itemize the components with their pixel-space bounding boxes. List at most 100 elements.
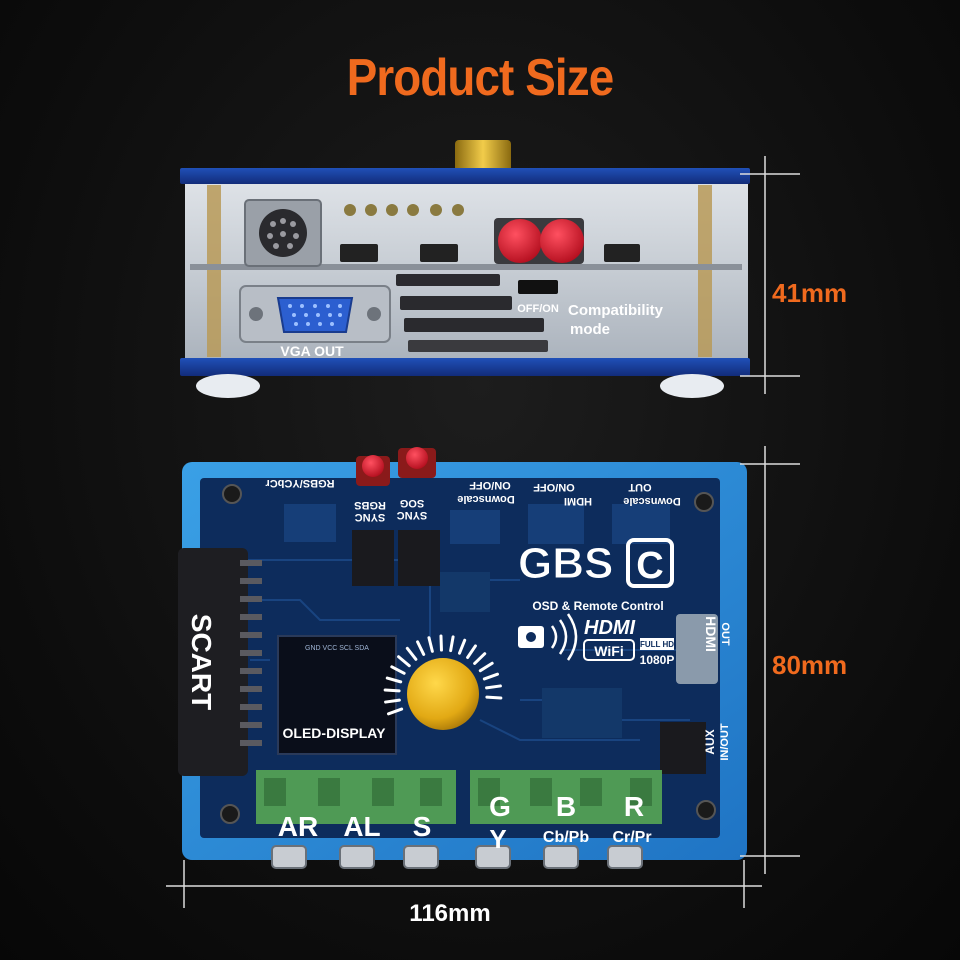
dial-mark [405,646,418,661]
chip-2 [450,510,500,544]
wifi-logo-frame [583,639,635,661]
dial-mark [473,652,487,665]
rca-g [475,845,511,869]
aux-label-1: AUX [703,729,717,754]
scart-label: SCART [186,614,217,710]
sog-sync-label-1: SOG [400,497,424,509]
port-ar-label: AR [278,811,318,842]
slide-switch-2[interactable] [420,244,458,262]
dial-mark [478,661,494,673]
sog-sync-label-2: SYNC [397,509,428,521]
port-y-label: Y [489,824,506,854]
port-al-label: AL [343,811,380,842]
sog-switch-block [398,530,440,586]
rgbs-switch-block [352,530,394,586]
dial-mark [449,635,455,653]
chip-3 [528,504,584,544]
rca-s [403,845,439,869]
hdmi-out-label-1: HDMI [703,616,719,652]
dial-mark [416,640,426,656]
sog-sync-button[interactable] [406,447,428,469]
dial-mark [384,698,401,704]
page-title: Product Size [346,49,614,107]
inner-pcb-edge [190,264,742,270]
height-dimension [740,156,800,394]
full-hd-badge [640,638,674,650]
compat-label-2: mode [570,321,610,338]
compat-switch[interactable] [518,280,558,294]
depth-dimension [740,446,800,874]
chip-1 [284,504,336,542]
port-cbpb-label: Cb/Pb [543,829,589,846]
hdmi-logo: HDMI [584,617,636,639]
dial-mark [383,688,401,693]
dial-mark [397,655,411,668]
rgbs-sync-label-1: RGBS [354,499,386,511]
dial-marks [383,634,503,716]
standoff-left [207,185,221,357]
vga-label: VGA OUT [280,343,344,359]
bottom-plate [180,358,750,376]
red-button-left[interactable] [498,219,542,263]
res-label: 1080P [640,653,675,667]
chip-4 [612,504,670,544]
slot-4 [408,340,548,352]
width-dimension [166,860,762,908]
top-onoff-label-2: ON/OFF [533,481,575,493]
rca-al [339,845,375,869]
rca-b [543,845,579,869]
top-out-label: OUT [628,481,652,493]
port-g-label: G [489,791,511,822]
wifi-logo: WiFi [594,643,623,659]
rgbs-sync-label-2: SYNC [355,511,386,523]
hdmi-out-label-2: OUT [719,622,731,646]
slide-switch-1[interactable] [340,244,378,262]
compat-switch-label: OFF/ON [517,303,559,315]
oled-display [277,635,397,755]
dial-mark [466,644,477,660]
top-downscale-label-2: Downscale [623,495,680,507]
port-r-label: R [624,791,644,822]
slot-3 [404,318,544,332]
top-plate [180,168,750,184]
red-button-right[interactable] [540,219,584,263]
standoff-right [698,185,712,357]
rca-ar [271,845,307,869]
dial-mark [482,672,500,681]
dial-mark [485,695,503,700]
oled-pin-label: GND VCC SCL SDA [305,645,369,652]
full-hd-label: FULL HD [640,640,674,649]
dial-mark [390,665,406,675]
front-view: OFF/ON Compatibility mode VGA OUT [180,140,750,398]
chip-5 [542,688,622,738]
signal-icon [550,625,558,649]
brand-logo: GBS [518,539,613,588]
chip-6 [440,572,490,612]
dial-mark [457,638,467,655]
dial-mark [427,636,434,653]
height-label: 41mm [772,278,848,308]
rgbs-sync-button[interactable] [362,455,384,477]
oled-label: OLED-DISPLAY [283,725,387,741]
slot-2 [400,296,512,310]
top-rgbs-label: RGBS/YCbCr [265,477,335,489]
foot-right [660,374,724,398]
width-label: 116mm [409,900,491,927]
aux-label-2: IN/OUT [719,723,731,761]
aux-port [660,722,706,774]
slide-switch-3[interactable] [604,244,640,262]
rotary-knob[interactable] [407,658,479,730]
rca-r [607,845,643,869]
dial-mark [386,707,404,716]
depth-label: 80mm [772,650,848,680]
top-downscale-label-1: Downscale [457,493,514,505]
brand-badge-frame [626,538,674,588]
port-crpr-label: Cr/Pr [612,829,651,846]
slot-1 [396,274,500,286]
top-view: SCART GND VCC SCL SDA OLED-DISPLAY RGBS/… [178,447,747,869]
dial-mark [385,676,403,684]
brand-tagline: OSD & Remote Control [532,599,663,613]
scart-connector [178,548,248,776]
brand-badge: C [636,545,663,587]
